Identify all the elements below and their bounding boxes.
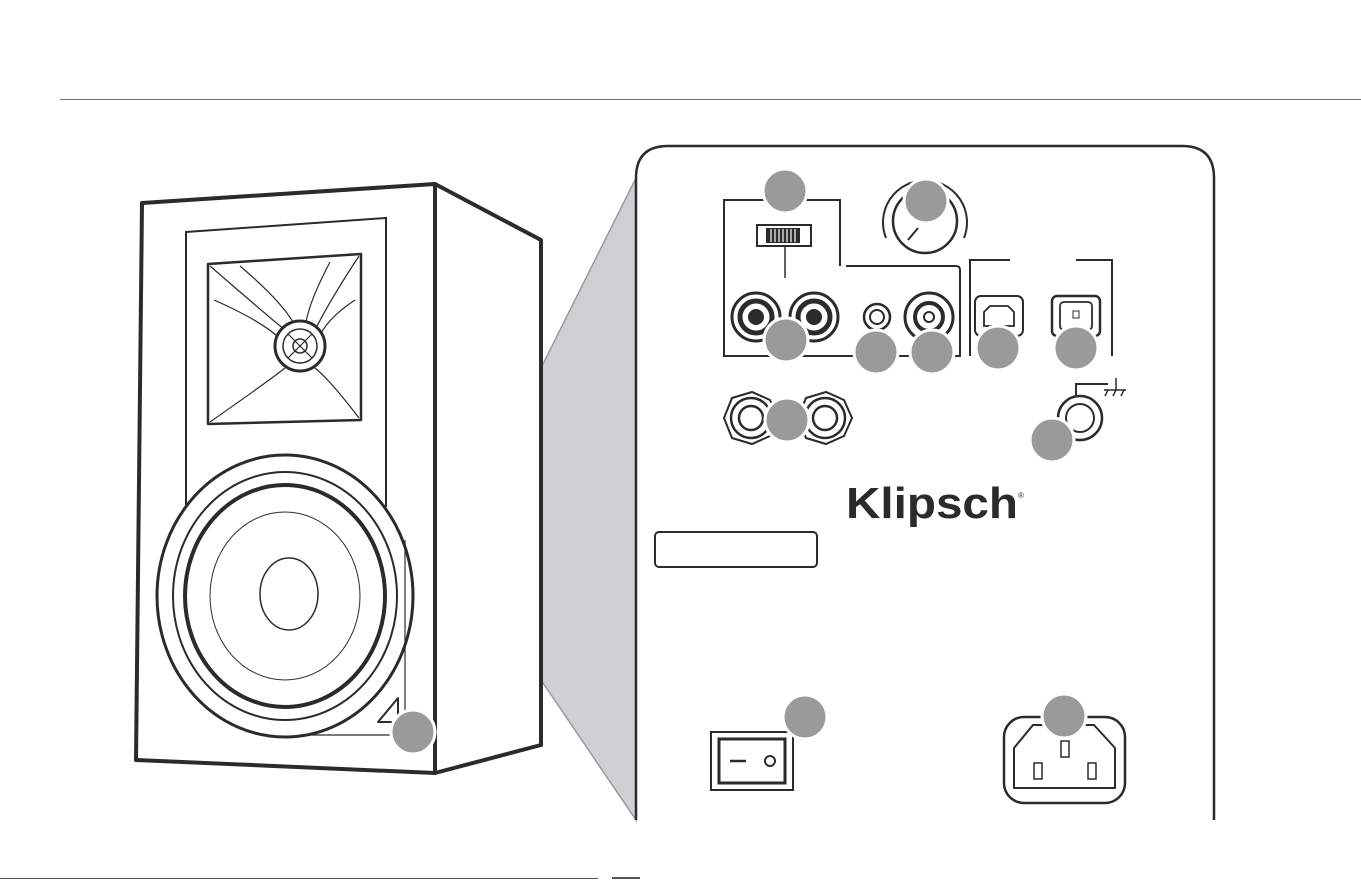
callout-aux-input	[854, 330, 898, 374]
label-plate	[655, 532, 817, 567]
klipsch-registered-mark: ®	[1018, 491, 1024, 500]
power-switch[interactable]	[711, 732, 793, 790]
callout-input-switch	[763, 169, 807, 213]
callout-sub-output	[910, 330, 954, 374]
callout-volume-knob	[904, 179, 948, 223]
callout-ac-input	[1042, 694, 1086, 738]
callout-status-led	[391, 710, 435, 754]
callout-rca-input	[764, 318, 808, 362]
woofer-outer-ring	[157, 455, 413, 737]
callout-usb-input	[1054, 326, 1098, 370]
callout-power-switch	[783, 695, 827, 739]
aux-input-jack[interactable]	[864, 304, 890, 330]
speaker-side-panel	[435, 184, 541, 773]
callout-ground-terminal	[1030, 418, 1074, 462]
zoom-wedge	[541, 178, 636, 820]
callout-optical-input	[976, 326, 1020, 370]
callout-speaker-output	[765, 398, 809, 442]
speaker-front	[136, 184, 541, 773]
klipsch-logo: Klipsch	[846, 479, 1018, 528]
